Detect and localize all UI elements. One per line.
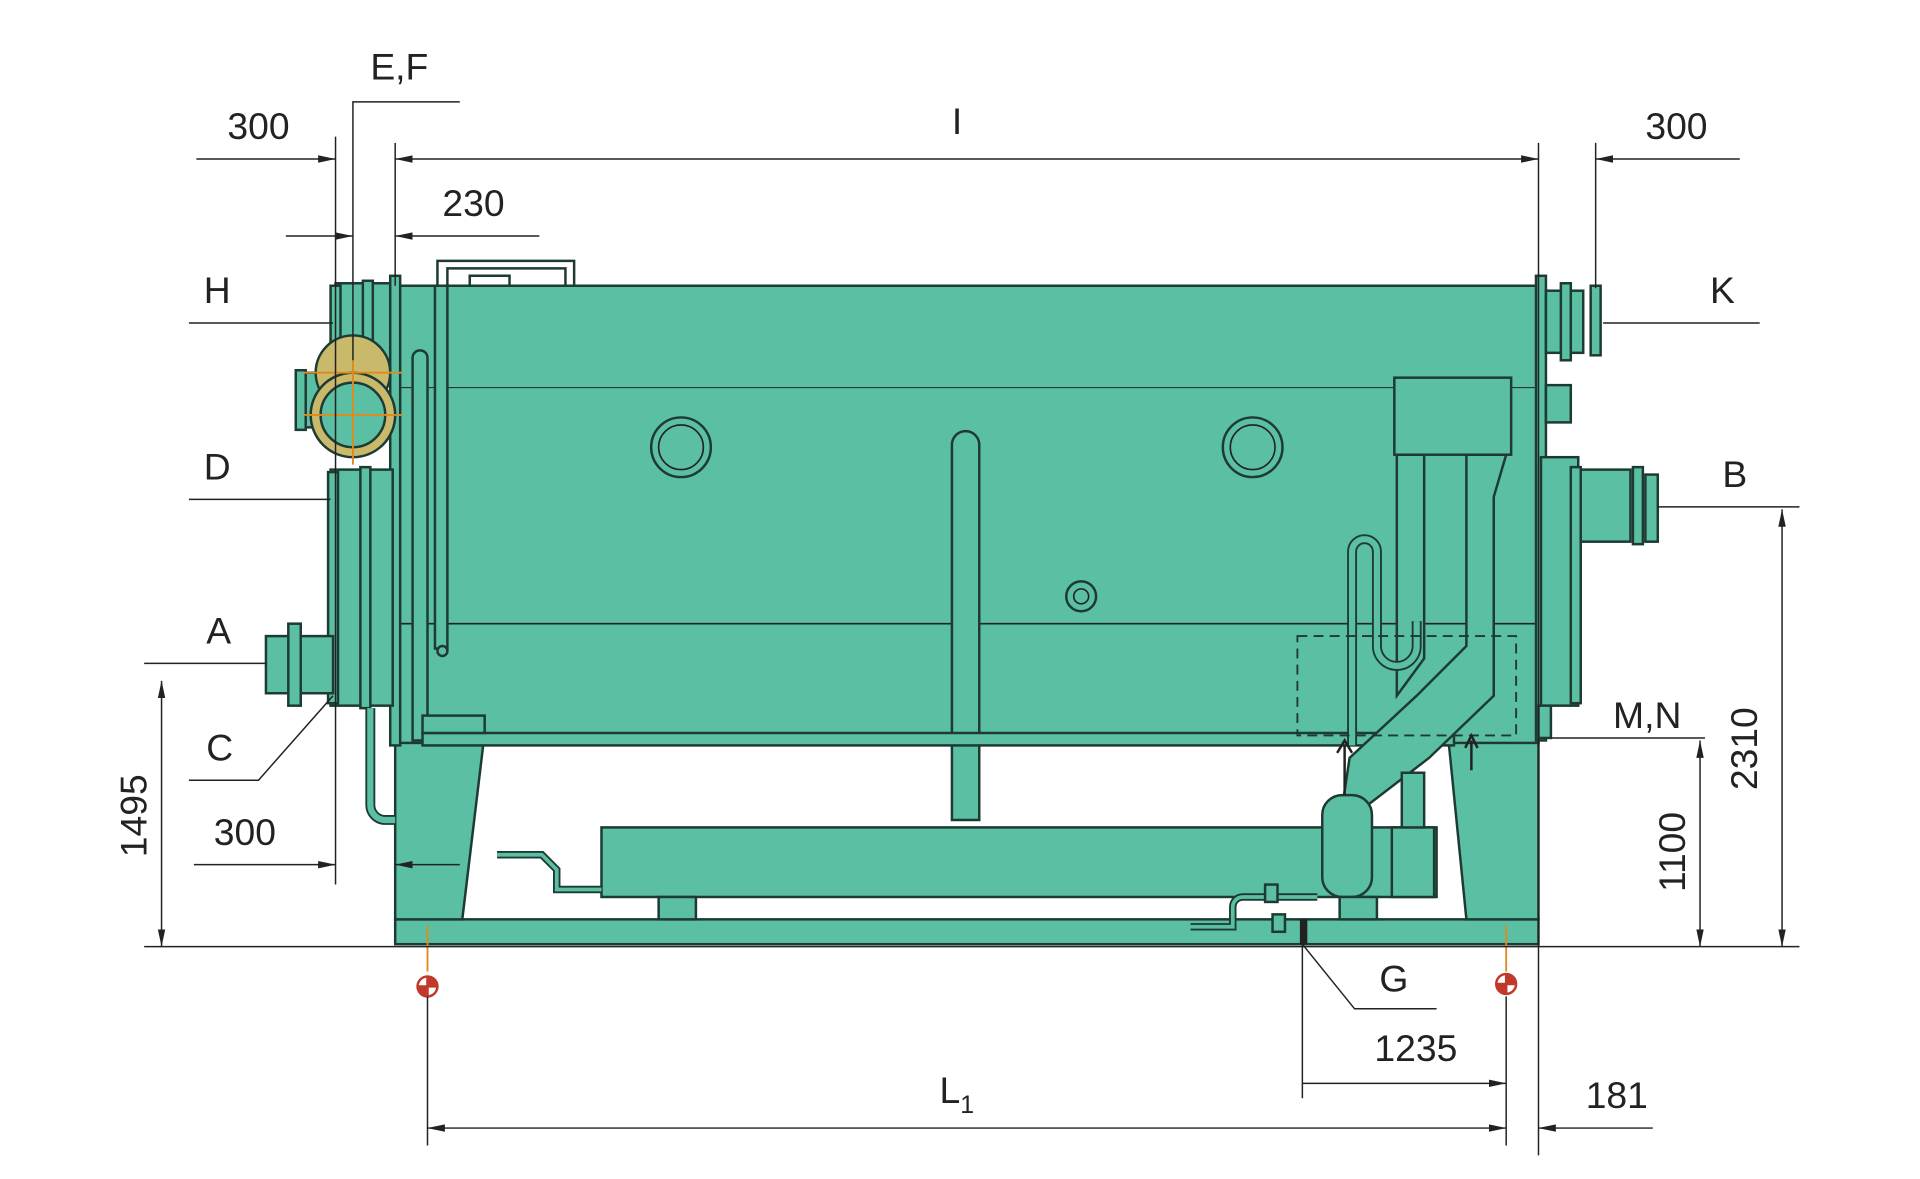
dim-181: 181: [1586, 1074, 1648, 1116]
dim-left-top-300: 300: [227, 105, 289, 147]
connection-labels: E,F H K D B A C M,N G: [204, 46, 1747, 1000]
anchor-bolt-right: [1494, 925, 1518, 996]
dim-l1: L1: [939, 1069, 974, 1119]
anchor-bolt-left: [416, 925, 439, 998]
label-g: G: [1379, 957, 1408, 999]
chiller-unit: [264, 259, 1660, 946]
dim-1235: 1235: [1374, 1027, 1457, 1069]
heat-exchanger: [600, 826, 1438, 899]
dim-height-1495: 1495: [113, 774, 155, 857]
label-c: C: [206, 726, 233, 768]
dim-height-2310: 2310: [1723, 707, 1765, 790]
base-frame: [393, 918, 1540, 946]
sight-glass-right: [1221, 416, 1284, 479]
dim-height-1100: 1100: [1651, 812, 1693, 892]
dim-right-top-300: 300: [1645, 105, 1707, 147]
label-h: H: [204, 269, 231, 311]
label-a: A: [206, 610, 231, 652]
dimension-labels: 300 I 300 230 300 1495 2310 1100 1235 L1…: [113, 100, 1766, 1119]
connection-b-nozzle: [1579, 468, 1632, 543]
label-d: D: [204, 446, 231, 488]
control-box: [1393, 376, 1513, 456]
label-k: K: [1710, 269, 1735, 311]
label-b: B: [1722, 453, 1747, 495]
dim-left-bottom-300: 300: [214, 811, 276, 853]
right-leg: [1446, 731, 1540, 921]
connection-ef-flange: [303, 334, 403, 465]
left-leg: [393, 731, 487, 921]
dimension-lines: [144, 101, 1800, 1156]
sight-glass-left: [649, 416, 713, 479]
dim-left-230: 230: [442, 182, 504, 224]
label-mn: M,N: [1613, 694, 1681, 736]
center-pipe: [950, 429, 981, 822]
label-ef: E,F: [370, 46, 428, 88]
top-handle: [436, 259, 576, 286]
dim-overall-i: I: [952, 100, 962, 142]
